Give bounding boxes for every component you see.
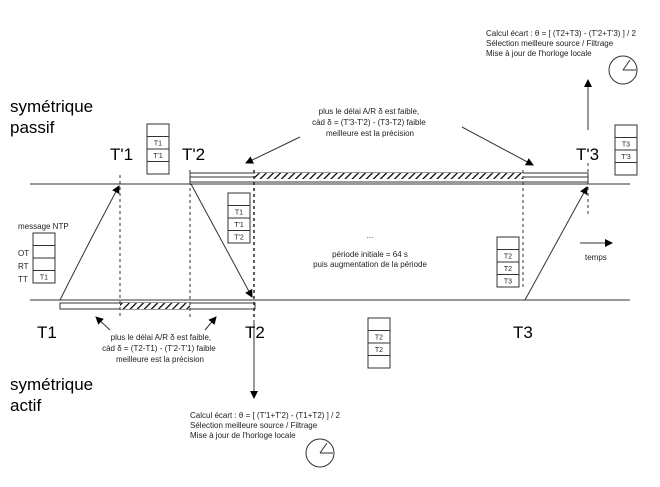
packet-field [367, 355, 391, 369]
packet-field [614, 124, 638, 138]
label-t3p: T'3 [576, 145, 599, 164]
label-actif: actif [10, 396, 41, 415]
message-arrow-t2p [190, 183, 253, 298]
period-line-2: puis augmentation de la période [313, 260, 427, 269]
packet-field-value: T2 [375, 347, 383, 354]
label-t1p: T'1 [110, 145, 133, 164]
packet-field-value: T'2 [234, 235, 244, 242]
active-hatched-segment [120, 303, 190, 309]
packet-field-value: T1 [154, 141, 162, 148]
note-arrow-left [245, 136, 301, 164]
note-arrow-bl [95, 316, 111, 331]
packet-field-value: T'3 [621, 154, 631, 161]
passive-hatched-segment [255, 173, 523, 179]
packet-field [32, 245, 56, 259]
ellipsis: ... [367, 231, 374, 240]
label-symetrique-passif: symétrique [10, 97, 93, 116]
packet-field [367, 317, 391, 331]
note-arrow-right [461, 126, 534, 166]
field-tt: TT [18, 275, 28, 284]
packet-field [32, 257, 56, 271]
packet-field-value: T1 [40, 275, 48, 282]
message-arrow-t1 [59, 185, 120, 301]
label-symetrique-actif: symétrique [10, 375, 93, 394]
packet-field [227, 230, 251, 244]
calc-bottom: Calcul écart : θ = [ (T'1+T'2) - (T1+T2)… [190, 411, 342, 440]
note-arrow-br [204, 316, 217, 331]
packet-field-value: T3 [622, 142, 630, 149]
packet-top-left: T1T'1 [146, 123, 170, 175]
label-t1: T1 [37, 323, 57, 342]
message-arrow-t3 [524, 186, 588, 301]
packet-field [227, 192, 251, 206]
ntp-message-label: message NTP [18, 222, 69, 231]
packet-field [496, 274, 520, 288]
label-t2: T2 [245, 323, 265, 342]
time-label: temps [585, 253, 607, 262]
packet-field [146, 123, 170, 137]
label-passif: passif [10, 118, 55, 137]
packet-field-value: T1 [235, 210, 243, 217]
packet-field [146, 161, 170, 175]
calc-top: Calcul écart : θ = [ (T2+T3) - (T'2+T'3)… [486, 29, 638, 58]
packet-field-value: T'1 [234, 222, 244, 229]
packet-field [32, 232, 56, 246]
field-ot: OT [18, 249, 29, 258]
packet-field-value: T3 [504, 279, 512, 286]
clock-icon-bottom [305, 438, 335, 468]
packet-ntp-message: T1 [32, 232, 56, 284]
field-rt: RT [18, 262, 29, 271]
note-top-precision: plus le délai A/R δ est faible, càd δ = … [312, 107, 428, 138]
packet-field [496, 236, 520, 250]
packet-field [614, 162, 638, 176]
packet-field [32, 270, 56, 284]
packet-field-value: T2 [504, 266, 512, 273]
packet-mid-left: T1T'1T'2 [227, 192, 251, 244]
packet-top-right: T3T'3 [614, 124, 638, 176]
packet-field-value: T2 [504, 254, 512, 261]
note-bottom-precision: plus le délai A/R δ est faible, càd δ = … [102, 333, 218, 364]
clock-icon-top [608, 55, 638, 85]
packet-field-value: T2 [375, 335, 383, 342]
packet-field-value: T'1 [153, 153, 163, 160]
label-t2p: T'2 [182, 145, 205, 164]
period-line-1: période initiale = 64 s [332, 250, 408, 259]
label-t3: T3 [513, 323, 533, 342]
